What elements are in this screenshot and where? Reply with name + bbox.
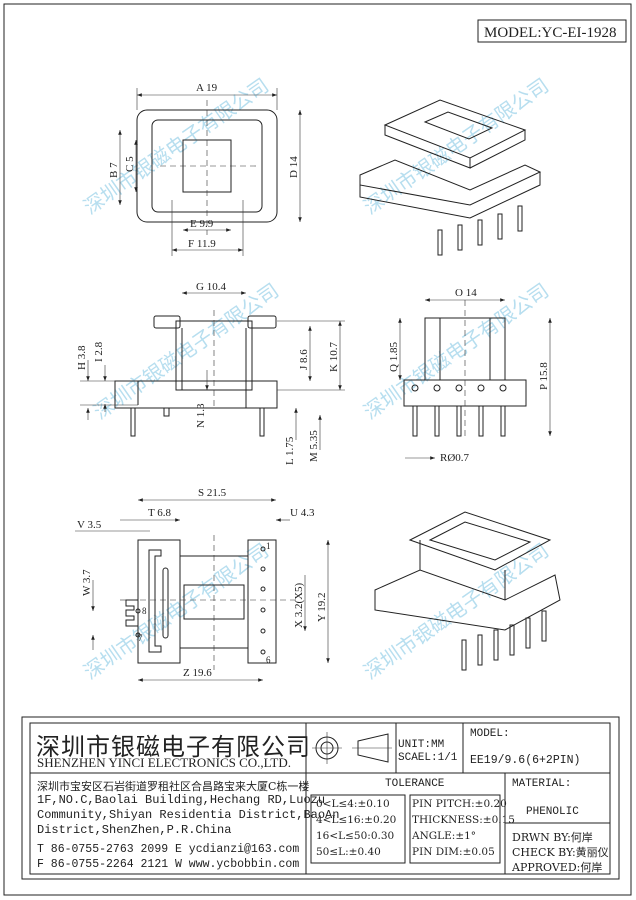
dim-r: RØ0.7 bbox=[440, 452, 470, 464]
dim-q: Q 1.85 bbox=[388, 342, 400, 372]
bottom-view: 8 7 1 6 S 21.5 T 6.8 U 4.3 V 3.5 W 3.7 X… bbox=[75, 487, 330, 682]
pin-label-6: 6 bbox=[266, 655, 271, 665]
dim-h: H 3.8 bbox=[76, 345, 88, 370]
tolerance-item: 16<L≤50:0.30 bbox=[316, 830, 395, 842]
phone: T 86-0755-2763 2099 bbox=[37, 843, 169, 856]
projection-symbol-icon bbox=[312, 732, 392, 764]
dim-x: X 3.2(X5) bbox=[293, 582, 305, 628]
tolerance-item: PIN DIM:±0.05 bbox=[412, 846, 495, 858]
unit: UNIT:MM bbox=[398, 739, 445, 751]
website-link[interactable]: W www.ycbobbin.com bbox=[175, 858, 300, 871]
dim-n: N 1.3 bbox=[195, 403, 207, 428]
sheet-border bbox=[3, 3, 632, 896]
model-label: MODEL: bbox=[470, 728, 510, 740]
drawn-by: DRWN BY:何岸 bbox=[512, 831, 593, 844]
material-label: MATERIAL: bbox=[512, 778, 572, 790]
dim-l: L 1.75 bbox=[284, 436, 296, 465]
pin-label-8: 8 bbox=[142, 606, 147, 616]
dim-f: F 11.9 bbox=[188, 238, 216, 250]
model-title-box bbox=[477, 19, 627, 43]
tolerance-item: 50≤L:±0.40 bbox=[316, 846, 381, 858]
dim-y: Y 19.2 bbox=[316, 592, 328, 622]
address-line: District,ShenZhen,P.R.China bbox=[37, 823, 232, 837]
front-view: G 10.4 H 3.8 I 2.8 J 8.6 K 10.7 N 1.3 L … bbox=[76, 281, 345, 465]
company-name-en: SHENZHEN YINCI ELECTRONICS CO.,LTD. bbox=[37, 755, 291, 770]
dim-t: T 6.8 bbox=[148, 507, 172, 519]
dim-z: Z 19.6 bbox=[183, 667, 212, 679]
model-value: EE19/9.6(6+2PIN) bbox=[470, 754, 581, 767]
tolerance-item: 0<L≤4:±0.10 bbox=[316, 798, 390, 810]
dim-w: W 3.7 bbox=[81, 569, 93, 596]
watermark-text: 深圳市银磁电子有限公司 bbox=[359, 538, 553, 684]
dim-p: P 15.8 bbox=[538, 362, 550, 390]
email-link[interactable]: E ycdianzi@163.com bbox=[175, 843, 300, 856]
approved-by: APPROVED:何岸 bbox=[512, 861, 603, 874]
address-line: 1F,NO.C,Baolai Building,Hechang RD,Luozu bbox=[37, 793, 326, 807]
watermark-text: 深圳市银磁电子有限公司 bbox=[359, 73, 553, 219]
address-line: 深圳市宝安区石岩街道罗租社区合昌路宝来大厦C栋一楼 bbox=[37, 780, 310, 793]
watermark-text: 深圳市银磁电子有限公司 bbox=[89, 278, 283, 424]
top-view: A 19 E 9.9 F 11.9 B 7 C 5 D 14 bbox=[108, 82, 302, 256]
title-block-frame bbox=[21, 716, 620, 880]
dim-s: S 21.5 bbox=[198, 487, 227, 499]
dim-o: O 14 bbox=[455, 287, 477, 299]
pin-label-1: 1 bbox=[266, 541, 271, 551]
dim-m: M 5.35 bbox=[308, 430, 320, 462]
model-title: MODEL:YC-EI-1928 bbox=[484, 25, 616, 41]
isometric-view-top bbox=[359, 99, 542, 256]
dim-c: C 5 bbox=[124, 156, 136, 172]
dim-k: K 10.7 bbox=[328, 342, 340, 372]
side-view: O 14 Q 1.85 P 15.8 RØ0.7 bbox=[388, 287, 552, 464]
dim-g: G 10.4 bbox=[196, 281, 226, 293]
tolerance-item: THICKNESS:±0.15 bbox=[412, 814, 515, 826]
dim-u: U 4.3 bbox=[290, 507, 315, 519]
scale: SCAEL:1/1 bbox=[398, 752, 458, 764]
company-name-cn: 深圳市银磁电子有限公司 bbox=[36, 733, 311, 761]
dim-i: I 2.8 bbox=[93, 341, 105, 362]
tolerance-item: ANGLE:±1° bbox=[412, 830, 477, 842]
dim-e: E 9.9 bbox=[190, 218, 214, 230]
dim-j: J 8.6 bbox=[298, 349, 310, 370]
tolerance-title: TOLERANCE bbox=[385, 778, 445, 790]
dim-d: D 14 bbox=[288, 156, 300, 178]
tolerance-item: PIN PITCH:±0.20 bbox=[412, 798, 507, 810]
pin-label-7: 7 bbox=[138, 633, 143, 643]
checked-by: CHECK BY:黄丽仪 bbox=[512, 846, 609, 859]
dim-v: V 3.5 bbox=[77, 519, 102, 531]
fax: F 86-0755-2264 2121 bbox=[37, 858, 169, 871]
tolerance-item: 4<L≤16:±0.20 bbox=[316, 814, 397, 826]
material-value: PHENOLIC bbox=[526, 806, 579, 818]
isometric-view-bottom bbox=[374, 511, 561, 671]
dim-a: A 19 bbox=[196, 82, 218, 94]
address-line: Community,Shiyan Residentia District,Bao… bbox=[37, 808, 340, 822]
dim-b: B 7 bbox=[108, 162, 120, 178]
